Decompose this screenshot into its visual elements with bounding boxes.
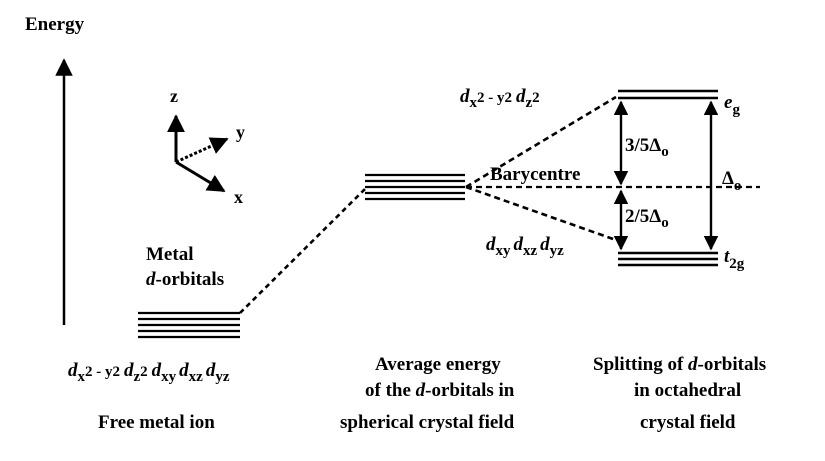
octahedral-caption-line3: crystal field <box>640 412 736 433</box>
t2g-label: t2g <box>724 246 745 272</box>
eg-label: eg <box>724 92 740 118</box>
spherical-caption-line1: Average energy <box>375 354 501 375</box>
spherical-caption-line2: of the d-orbitals in <box>365 380 515 401</box>
upper-split-label: 3/5Δo <box>625 135 669 160</box>
metal-label-line1: Metal <box>146 244 193 265</box>
metal-label-orbitals: -orbitals <box>156 269 225 290</box>
eg-level <box>618 89 718 100</box>
spherical-field-level <box>365 173 465 201</box>
barycentre-label: Barycentre <box>490 164 580 185</box>
free-ion-degenerate-level <box>138 311 240 339</box>
metal-label-d: d <box>146 269 156 290</box>
free-ion-caption: Free metal ion <box>98 412 215 433</box>
coordinate-axes-icon <box>167 114 229 193</box>
lower-split-label: 2/5Δo <box>625 206 669 231</box>
delta-o-label: Δo <box>722 168 741 194</box>
octahedral-caption-line2: in octahedral <box>634 380 741 401</box>
connector-free-to-spherical <box>239 187 367 314</box>
metal-label-line2: d-orbitals <box>146 269 224 290</box>
axis-label-z: z <box>170 86 178 106</box>
t2g-level <box>618 251 718 267</box>
axis-label-x: x <box>234 187 243 207</box>
connector-to-eg <box>465 95 617 189</box>
energy-axis-label: Energy <box>25 14 85 35</box>
spherical-caption-line3: spherical crystal field <box>340 412 515 433</box>
connector-to-t2g <box>465 185 617 242</box>
axis-label-y: y <box>236 122 245 142</box>
octahedral-caption-line1: Splitting of d-orbitals <box>593 354 766 375</box>
